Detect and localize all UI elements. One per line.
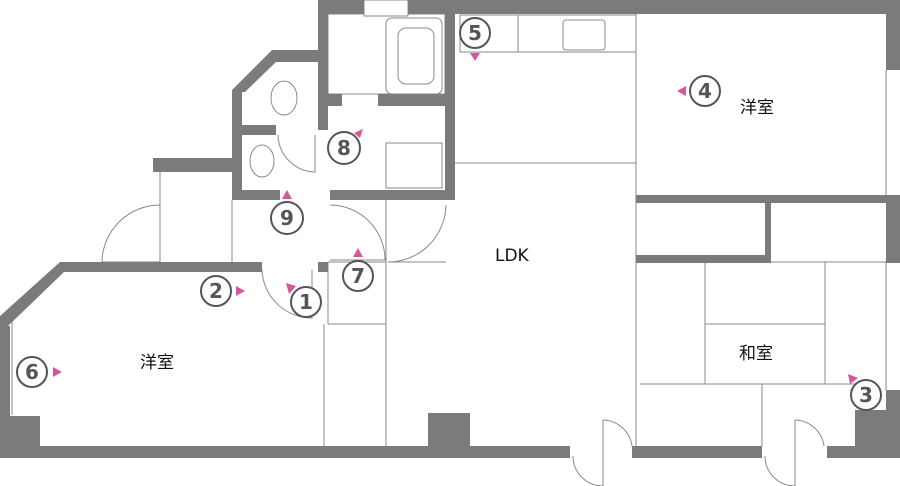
view-arrow-icon — [470, 53, 480, 61]
svg-text:6: 6 — [25, 360, 39, 384]
view-arrow-icon — [677, 86, 686, 96]
photo-marker-1[interactable]: 1 — [286, 283, 322, 318]
room-label-western-right: 洋室 — [740, 98, 774, 118]
svg-text:7: 7 — [351, 264, 365, 288]
view-arrow-icon — [282, 190, 292, 199]
photo-marker-6[interactable]: 6 — [16, 356, 62, 388]
svg-text:3: 3 — [859, 383, 873, 407]
bath-window — [363, 0, 409, 17]
photo-marker-5[interactable]: 5 — [459, 17, 491, 61]
view-arrow-icon — [848, 374, 858, 384]
photo-marker-3[interactable]: 3 — [848, 374, 882, 411]
view-arrow-icon — [236, 286, 245, 296]
view-arrow-icon — [354, 129, 363, 138]
view-arrow-icon — [53, 367, 62, 377]
sink-icon — [562, 19, 606, 51]
view-arrow-icon — [286, 283, 296, 294]
door-swing — [329, 204, 386, 261]
toilet-icon — [270, 80, 298, 116]
svg-text:9: 9 — [280, 206, 294, 230]
view-arrow-icon — [353, 248, 363, 257]
svg-text:5: 5 — [468, 21, 482, 45]
photo-marker-7[interactable]: 7 — [342, 248, 374, 292]
svg-text:8: 8 — [337, 136, 351, 160]
door-swing — [277, 134, 316, 173]
walls — [0, 0, 900, 458]
entrance-door-swing — [101, 204, 161, 263]
svg-text:2: 2 — [209, 279, 223, 303]
room-label-ldk: LDK — [495, 246, 530, 266]
svg-text:1: 1 — [299, 290, 313, 314]
room-label-japanese: 和室 — [739, 344, 773, 364]
svg-text:4: 4 — [698, 79, 712, 103]
photo-marker-2[interactable]: 2 — [200, 275, 245, 307]
washbasin-icon — [249, 144, 275, 178]
photo-marker-8[interactable]: 8 — [327, 129, 363, 165]
room-label-western-left: 洋室 — [140, 353, 174, 373]
photo-marker-9[interactable]: 9 — [270, 190, 304, 235]
photo-marker-4[interactable]: 4 — [677, 75, 721, 107]
washer-pan — [385, 142, 443, 189]
